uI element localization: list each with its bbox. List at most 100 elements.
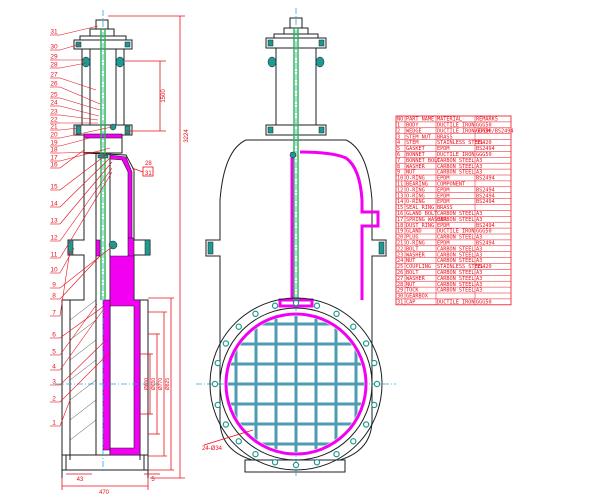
parts-table-cell: CARBON STEEL xyxy=(437,282,474,288)
dim-dia-pcd: Ø770 xyxy=(158,378,164,390)
callout-label: 16 xyxy=(50,162,58,169)
parts-table-cell: SPRING WASHER xyxy=(406,217,447,223)
parts-table-cell: 28 xyxy=(397,282,403,288)
dim-face-to-face: 470 xyxy=(99,490,110,496)
parts-table-cell: CARBON STEEL xyxy=(437,258,474,264)
parts-table-header-cell: REMARKS xyxy=(476,117,498,123)
parts-table-cell: GGG50 xyxy=(476,229,492,235)
callout-leader xyxy=(59,154,107,191)
callout-leader xyxy=(59,171,113,259)
parts-table-cell: GGG50/BS2494 xyxy=(476,128,513,134)
bolt-hole xyxy=(211,380,219,388)
parts-table-cell: CARBON STEEL xyxy=(437,170,474,176)
parts-table-cell: CARBON STEEL xyxy=(437,276,474,282)
parts-table-cell: 22 xyxy=(397,246,403,252)
parts-table-cell: TOCK xyxy=(406,288,419,294)
parts-table-cell: GGG50 xyxy=(476,123,492,129)
parts-table-cell: BEARING xyxy=(406,182,428,188)
dim-overall-height: 3224 xyxy=(184,129,190,143)
dim-flange-thk: 5 xyxy=(151,477,155,483)
dim-top-travel: 1500 xyxy=(161,89,167,103)
parts-table-cell: A3 xyxy=(476,217,482,223)
parts-table-cell: CARBON STEEL xyxy=(437,164,474,170)
parts-table-cell: DUCTILE IRON/EPDM xyxy=(437,128,490,134)
parts-table-cell: O-RING xyxy=(406,187,425,193)
parts-table-cell: 5 xyxy=(397,146,400,152)
bolt-hole xyxy=(214,359,221,367)
dim-bolt-holes: 24-Ø34 xyxy=(202,446,223,452)
parts-table-cell: 21 xyxy=(397,241,403,247)
parts-table-cell: O-RING xyxy=(406,176,425,182)
parts-table-cell: BONNET xyxy=(406,152,425,158)
bolt-hole xyxy=(371,359,378,367)
callout-leader xyxy=(59,105,100,117)
bolt-hole xyxy=(271,302,279,309)
bolt-hole xyxy=(222,421,230,428)
parts-table-cell: BRASS xyxy=(437,134,453,140)
bolt-hole xyxy=(313,459,321,466)
callout-label: 24 xyxy=(50,100,58,107)
bolt-hole xyxy=(333,450,340,458)
bolt-hole xyxy=(292,461,300,469)
parts-table-cell: CARBON STEEL xyxy=(437,270,474,276)
callout-label: 30 xyxy=(50,44,58,51)
callout-leader xyxy=(59,351,111,403)
callout-label: 12 xyxy=(50,235,58,242)
parts-table-cell: NUT xyxy=(406,282,415,288)
callout-label: 1 xyxy=(52,420,56,427)
parts-table-cell: SS420 xyxy=(476,140,492,146)
parts-table-cell: COUPLING xyxy=(406,264,431,270)
callout-label: 9 xyxy=(52,282,56,289)
callout-label: 6 xyxy=(52,332,56,339)
bolt-hole xyxy=(222,340,230,347)
callout-label: 17 xyxy=(50,155,58,162)
callout-label: 19 xyxy=(50,140,58,147)
parts-table-cell: 24 xyxy=(397,258,403,264)
parts-table-cell: EPDM xyxy=(437,193,450,199)
parts-table-cell: A3 xyxy=(476,288,482,294)
callout-label: 14 xyxy=(50,201,58,208)
parts-table-cell: CARBON STEEL xyxy=(437,211,474,217)
parts-table-cell: BOLT xyxy=(406,270,419,276)
parts-table-cell: BS2494 xyxy=(476,187,495,193)
callout-label: 2 xyxy=(52,396,56,403)
bolt-hole xyxy=(362,421,370,428)
bolts-left xyxy=(67,41,151,256)
parts-table-cell: 27 xyxy=(397,276,403,282)
parts-table-cell: DUCTILE IRON xyxy=(437,229,474,235)
parts-table-cell: DUST RING xyxy=(406,223,434,229)
callout-leader xyxy=(59,126,113,139)
parts-table-cell: BODY xyxy=(406,123,419,129)
parts-table-cell: O-RING xyxy=(406,199,425,205)
parts-table-cell: A3 xyxy=(476,282,482,288)
callout-leader xyxy=(59,161,113,225)
dim-bottom-offset: 43 xyxy=(77,477,84,483)
parts-table-cell: CARBON STEEL xyxy=(437,252,474,258)
bolt-hole xyxy=(371,401,378,409)
parts-table-cell: 11 xyxy=(397,182,403,188)
bolt-hole xyxy=(313,302,321,309)
parts-table-cell: BS2494 xyxy=(476,223,495,229)
callout-leader xyxy=(59,147,111,162)
bolt-hole xyxy=(214,401,221,409)
parts-table-cell: A3 xyxy=(476,164,482,170)
callout-leader xyxy=(59,309,104,371)
callout-leader xyxy=(59,245,114,289)
parts-table-cell: A3 xyxy=(476,270,482,276)
parts-table-cell: DUCTILE IRON xyxy=(437,123,474,129)
parts-table-header-cell: PART NAME xyxy=(406,117,434,123)
bolt-holes xyxy=(211,299,381,469)
parts-table-cell: BONNET BOLT xyxy=(406,158,440,164)
callout-label: 23 xyxy=(50,109,58,116)
callout-label: 3 xyxy=(52,379,56,386)
parts-table-cell: EPDM xyxy=(437,223,450,229)
bolt-hole xyxy=(362,340,370,347)
parts-table-cell: STAINLESS STEEL xyxy=(437,264,484,270)
parts-table-cell: CARBON STEEL xyxy=(437,235,474,241)
callout-leader xyxy=(59,151,101,154)
parts-table-cell: 13 xyxy=(397,193,403,199)
parts-table-cell: 8 xyxy=(397,164,400,170)
callout-leader xyxy=(59,77,97,91)
